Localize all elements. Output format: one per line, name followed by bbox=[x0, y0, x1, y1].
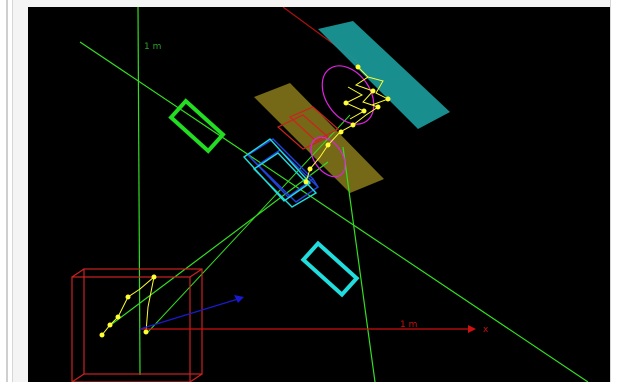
right-panel-edge bbox=[610, 0, 621, 382]
event-display-canvas[interactable]: 1 m x 1 m bbox=[28, 7, 610, 382]
x-axis-symbol: x bbox=[483, 325, 489, 335]
track-to-box bbox=[107, 161, 329, 328]
green-detector-module bbox=[168, 98, 226, 154]
blue-detector-box bbox=[246, 138, 320, 203]
viewport-background bbox=[28, 7, 610, 382]
x-axis-scale-label: 1 m bbox=[400, 320, 417, 330]
track-secondary bbox=[147, 114, 351, 333]
cyan-detector-module bbox=[300, 240, 360, 298]
x-axis-arrow bbox=[468, 325, 476, 333]
red-center-box bbox=[276, 106, 340, 150]
z-axis bbox=[139, 298, 239, 330]
energy-deposits bbox=[99, 64, 391, 338]
z-axis-arrow bbox=[234, 295, 244, 303]
track-steep bbox=[342, 146, 376, 382]
cyan-detector-box bbox=[242, 138, 318, 208]
3d-event-display-viewport[interactable]: 1 m x 1 m bbox=[28, 7, 610, 382]
left-panel-edge bbox=[0, 0, 13, 382]
track-vertical bbox=[137, 7, 141, 376]
track-long-diagonal bbox=[79, 41, 589, 382]
coordinate-axes bbox=[139, 295, 476, 333]
teal-detector-plane bbox=[318, 21, 450, 129]
y-axis-scale-label: 1 m bbox=[144, 42, 161, 52]
magenta-ring bbox=[321, 65, 375, 125]
magenta-ring bbox=[310, 136, 346, 178]
left-panel-divider bbox=[6, 0, 8, 382]
